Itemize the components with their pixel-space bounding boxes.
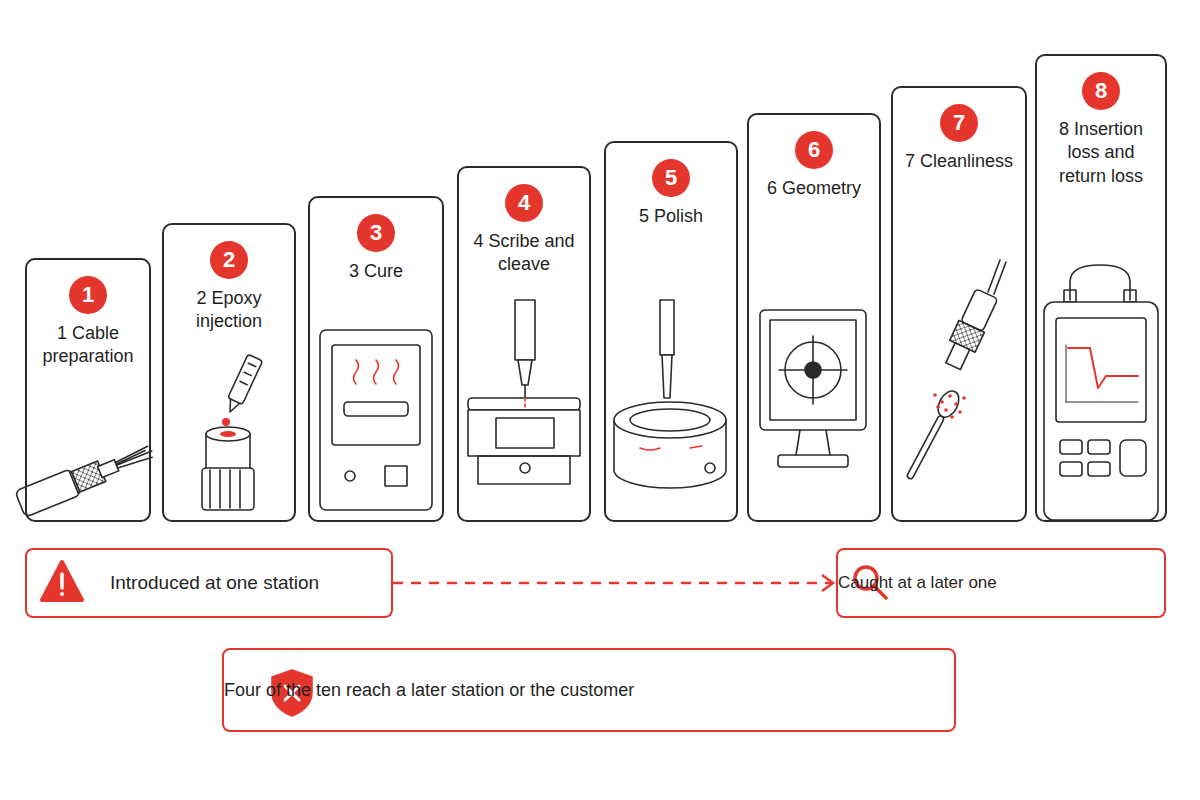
callout-number: 2: [223, 247, 235, 273]
step-number-circle: 3: [357, 214, 395, 252]
summary-text: Caught at a later one: [838, 573, 997, 593]
polisher-icon: [614, 300, 726, 488]
callout-number: 7: [953, 110, 965, 136]
oven-icon: [320, 330, 432, 510]
callout-number: 4: [518, 190, 530, 216]
loss-meter-icon: [1044, 265, 1158, 520]
station-label: 3 Cure: [316, 260, 436, 283]
station-box: 4 Scribe and cleave 4: [457, 166, 591, 522]
station-label: 5 Polish: [612, 205, 730, 228]
step-number-circle: 8: [1082, 72, 1120, 110]
summary-box: Caught at a later one: [836, 548, 1166, 618]
station-label: 8 Insertion loss and return loss: [1043, 118, 1159, 188]
cleaning-swab-icon: [901, 260, 1006, 482]
syringe-icon: [202, 354, 263, 510]
callout-number: 8: [1095, 78, 1107, 104]
station-label: 2 Epoxy injection: [170, 287, 288, 334]
cleaver-icon: [468, 300, 580, 484]
station-box: 2 Epoxy injection 2: [162, 223, 296, 522]
callout-number: 5: [665, 165, 677, 191]
summary-text: Four of the ten reach a later station or…: [224, 680, 634, 701]
station-box: 5 Polish 5: [604, 141, 738, 522]
station-label: 1 Cable preparation: [33, 322, 143, 369]
step-number-circle: 2: [210, 241, 248, 279]
step-number-circle: 6: [795, 131, 833, 169]
summary-box: Introduced at one station: [25, 548, 393, 618]
step-number-circle: 4: [505, 184, 543, 222]
callout-number: 1: [82, 282, 94, 308]
callout-number: 6: [808, 137, 820, 163]
station-label: 6 Geometry: [755, 177, 873, 200]
summary-box: Four of the ten reach a later station or…: [222, 648, 956, 732]
warning-icon: [42, 562, 82, 600]
summary-text: Introduced at one station: [110, 572, 319, 594]
connector-line: [393, 582, 833, 585]
station-label: 4 Scribe and cleave: [465, 230, 583, 277]
station-box: 8 Insertion loss and return loss 8: [1035, 54, 1167, 522]
station-label: 7 Cleanliness: [899, 150, 1019, 173]
cable-icon: [15, 438, 157, 517]
station-box: 7 Cleanliness 7: [891, 86, 1027, 522]
station-box: 1 Cable preparation 1: [25, 258, 151, 522]
geometry-monitor-icon: [760, 310, 866, 467]
step-number-circle: 1: [69, 276, 107, 314]
step-number-circle: 5: [652, 159, 690, 197]
step-number-circle: 7: [940, 104, 978, 142]
station-box: 6 Geometry 6: [747, 113, 881, 522]
callout-number: 3: [370, 220, 382, 246]
arrowhead: [822, 575, 833, 591]
station-box: 3 Cure 3: [308, 196, 444, 522]
dashed-arrow: [393, 575, 833, 591]
